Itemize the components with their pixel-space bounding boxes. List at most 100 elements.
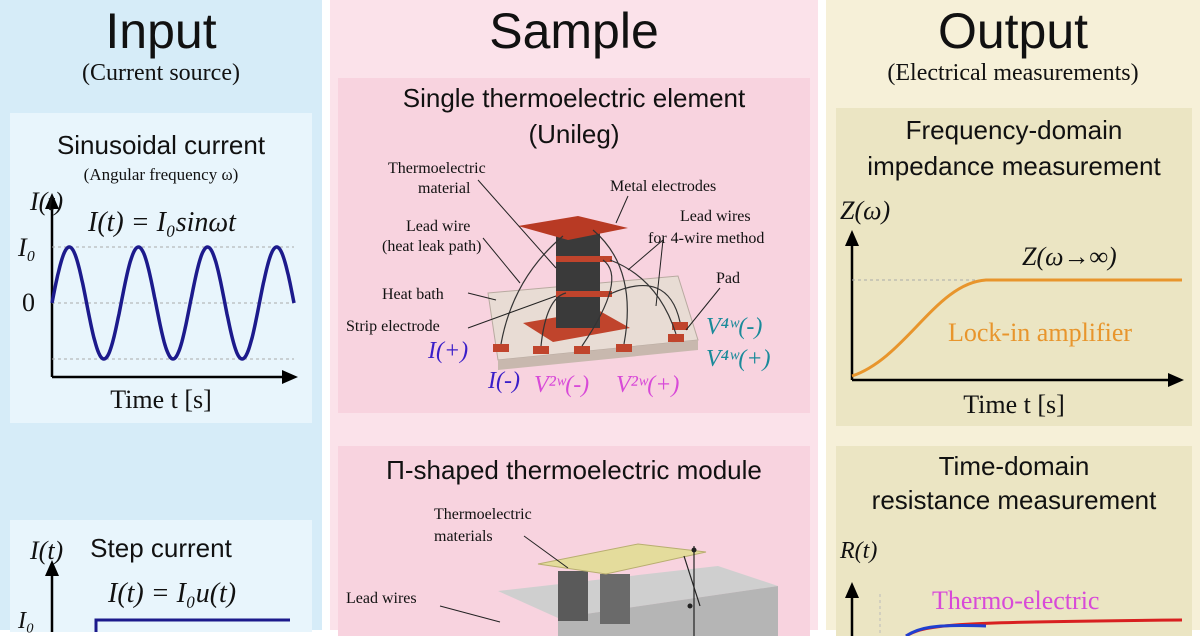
step-panel: Step current I(t) I(t) = I₀u(t) I₀ [10,520,312,634]
sin-equation: I(t) = I₀sinωt [88,207,236,238]
module-panel: Π-shaped thermoelectric module Thermoele… [338,446,810,636]
label-te-materials-2: materials [434,528,493,545]
strip-electrode-lower [556,291,612,297]
module-leg-1 [558,571,588,621]
pad-5 [668,334,684,342]
step-title: Step current [90,533,232,563]
leader-lead-wires-b [655,239,664,307]
label-v4w-minus: V⁴ʷ(-) [706,314,763,340]
module-lead-dot-2 [687,603,693,609]
freq-title-line2: impedance measurement [867,151,1161,181]
sin-tick-top: I₀ [18,233,36,262]
label-metal-electrodes: Metal electrodes [610,178,717,195]
step-tick-top: I₀ [18,608,35,634]
label-i-plus: I(+) [428,338,469,364]
leader-te-materials [523,535,569,569]
heat-bath-edge [498,340,698,370]
freq-y-arrow [845,230,859,246]
lead-wire-d [592,229,628,345]
te-leg [556,228,600,328]
leader-lead-wires-a [627,239,664,271]
unileg-title-line1: Single thermoelectric element [402,83,746,113]
module-top-plate [537,543,707,575]
sin-wave [50,245,296,361]
leader-strip-electrode [467,295,557,329]
sin-tick-zero: 0 [22,288,35,317]
module-title: Π-shaped thermoelectric module [386,455,762,485]
unileg-panel: Single thermoelectric element (Unileg) [338,78,810,413]
strip-electrode-upper [556,256,612,262]
label-lead-wires-1: Lead wires [680,208,751,225]
step-equation: I(t) = I₀u(t) [108,578,237,609]
sinusoidal-subtitle: (Angular frequency ω) [83,165,239,184]
label-lead-wire-1: Lead wire [406,218,471,235]
label-v2w-plus: V²ʷ(+) [616,372,680,398]
module-illustration [439,535,778,636]
label-lead-wires-2: for 4-wire method [648,230,765,247]
step-curve [94,618,290,632]
freq-plot [845,230,1184,387]
freq-title-line1: Frequency-domain [905,115,1123,145]
leader-te-material [477,179,557,269]
sinusoidal-panel: Sinusoidal current (Angular frequency ω)… [10,113,312,423]
leader-heat-bath [467,292,497,301]
leader-metal-electrodes [615,195,629,224]
pad-6 [672,322,688,330]
pad-1 [493,344,509,352]
label-strip-electrode: Strip electrode [346,318,440,335]
sinusoidal-title: Sinusoidal current [56,130,266,160]
step-plot [45,560,290,632]
sin-y-label: I(t) [30,187,64,216]
step-y-arrow [45,560,59,576]
label-v2w-minus: V²ʷ(-) [534,372,590,398]
input-subtitle: (Current source) [82,60,240,86]
freq-x-arrow [1168,373,1184,387]
pad-4 [616,344,632,352]
leader-module-lead-wires [439,605,501,623]
unileg-title-line2: (Unileg) [528,119,620,149]
sin-y-arrow [45,193,59,209]
freq-y-label: Z(ω) [840,196,891,225]
sin-x-label: Time t [s] [110,385,212,414]
lead-wire-e [609,259,677,335]
lead-wire-c [581,259,613,347]
label-te-materials-1: Thermoelectric [434,506,532,523]
time-red-curve [905,618,1183,636]
freq-panel: Frequency-domain impedance measurement Z… [836,108,1192,426]
pad-2 [533,346,549,354]
label-lead-wire-2: (heat leak path) [382,238,482,255]
top-electrode [518,216,628,240]
module-leg-2 [600,574,630,624]
output-title: Output [937,3,1089,59]
lead-wire-a [500,235,564,345]
freq-x-label: Time t [s] [963,390,1065,419]
sin-x-arrow [282,370,298,384]
label-te-material-2: material [418,180,471,197]
label-module-lead-wires: Lead wires [346,590,417,607]
pad-3 [574,346,590,354]
label-i-minus: I(-) [488,368,520,394]
time-y-label: R(t) [840,538,878,564]
unileg-illustration [467,179,721,370]
freq-curve [851,278,1182,378]
time-blue-curve [905,624,987,636]
sinusoidal-plot [45,193,298,384]
label-heat-bath: Heat bath [382,286,444,303]
freq-instrument: Lock-in amplifier [948,318,1133,347]
time-y-arrow [845,582,859,598]
lead-wire-f [609,285,681,323]
input-title: Input [105,3,217,59]
time-title-line2: resistance measurement [871,485,1157,515]
time-title-line1: Time-domain [938,451,1090,481]
label-v4w-plus: V⁴ʷ(+) [706,346,771,372]
label-pad: Pad [716,270,740,287]
time-panel: Time-domain resistance measurement R(t) … [836,446,1192,636]
time-curve-label: Thermo-electric [932,586,1100,615]
lead-wire-b [540,292,567,347]
sample-title: Sample [489,3,659,59]
freq-curve-label: Z(ω→∞) [1022,242,1117,271]
leader-pad [685,287,721,331]
leader-lead-wire [482,237,521,284]
output-subtitle: (Electrical measurements) [887,60,1139,86]
module-lead-dot-1 [691,547,697,553]
